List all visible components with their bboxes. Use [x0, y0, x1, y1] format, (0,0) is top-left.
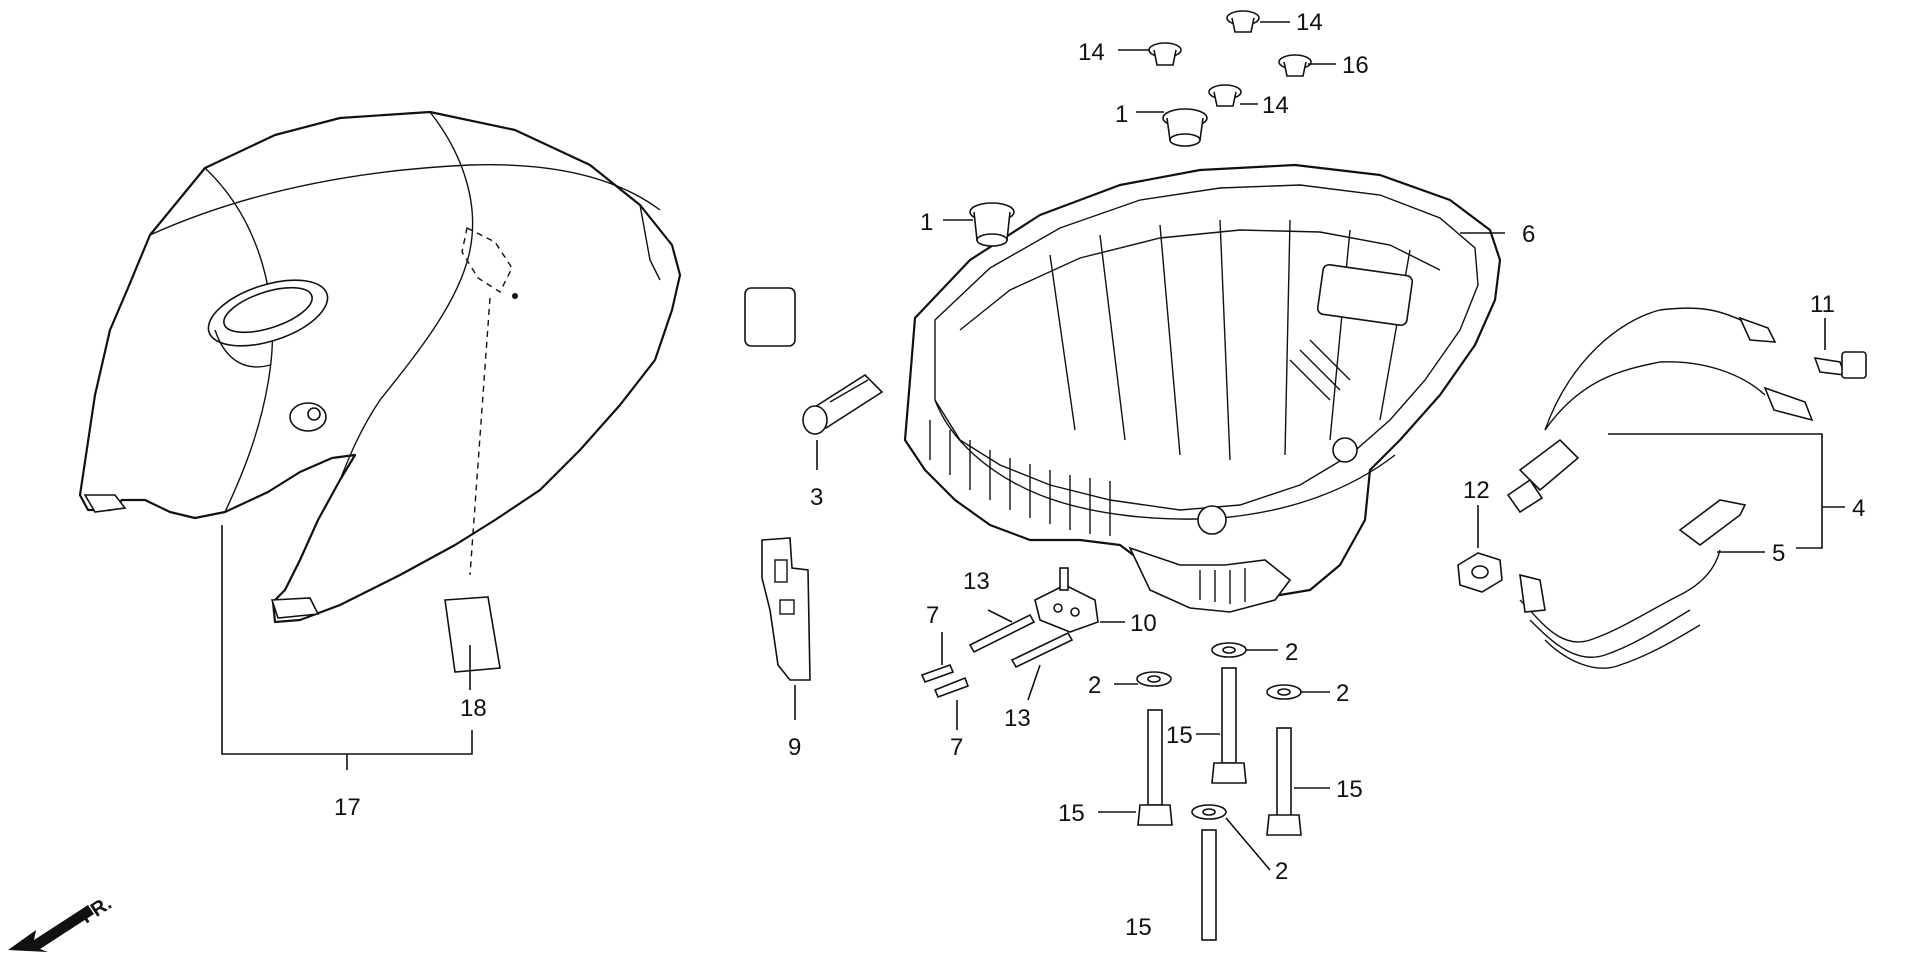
grommet-14b [1226, 10, 1260, 33]
callout-1a: 1 [1115, 101, 1128, 128]
callout-15c: 15 [1336, 776, 1363, 803]
pins [920, 663, 970, 699]
callout-3: 3 [810, 484, 823, 511]
grommet-1b [969, 202, 1015, 247]
callout-1b: 1 [920, 209, 933, 236]
front-direction-label: FR. [77, 892, 116, 928]
washer-2b [1211, 642, 1247, 658]
bolt-15a [1137, 709, 1173, 826]
callout-15d: 15 [1125, 914, 1152, 941]
callout-9: 9 [788, 734, 801, 761]
clips [968, 613, 1074, 669]
engine-cover [78, 110, 682, 624]
clip-part [802, 373, 884, 435]
callout-11: 11 [1810, 291, 1835, 318]
small-label-sticker [744, 287, 796, 347]
callout-2b: 2 [1285, 639, 1298, 666]
callout-2d: 2 [1275, 858, 1288, 885]
callout-13a: 13 [963, 568, 990, 595]
callout-7a: 7 [926, 602, 939, 629]
bolt-15d [1201, 829, 1217, 941]
callout-14c: 14 [1262, 92, 1289, 119]
washer-2a [1136, 671, 1172, 687]
callout-12: 12 [1463, 477, 1490, 504]
front-direction-arrow: FR. [8, 892, 116, 952]
lanyard [1519, 499, 1747, 669]
callout-5: 5 [1772, 540, 1785, 567]
callout-16: 16 [1342, 52, 1369, 79]
terminal-block [1034, 567, 1099, 633]
nut-12 [1457, 552, 1503, 593]
washer-2d [1191, 804, 1227, 820]
callout-17: 17 [334, 794, 361, 821]
leader-lines [469, 21, 1845, 871]
callout-13b: 13 [1004, 705, 1031, 732]
callout-10: 10 [1130, 610, 1157, 637]
bolt-15b [1211, 667, 1247, 784]
lower-case [903, 163, 1502, 613]
callout-14b: 14 [1296, 9, 1323, 36]
callout-7b: 7 [950, 734, 963, 761]
grommet-16 [1278, 54, 1312, 77]
callout-2c: 2 [1336, 680, 1349, 707]
bolt-11 [1813, 351, 1867, 379]
callout-2a: 2 [1088, 672, 1101, 699]
callout-15b: 15 [1166, 722, 1193, 749]
callout-4: 4 [1852, 495, 1865, 522]
label-sticker [444, 596, 501, 673]
bolt-15c [1266, 727, 1302, 836]
washer-2c [1266, 684, 1302, 700]
grommet-1a [1162, 108, 1208, 147]
grommet-14c [1208, 84, 1242, 107]
grommet-14a [1148, 42, 1182, 66]
callout-15a: 15 [1058, 800, 1085, 827]
stop-switch-cord [1506, 307, 1814, 514]
callout-14a: 14 [1078, 39, 1105, 66]
callout-18: 18 [460, 695, 487, 722]
callout-6: 6 [1522, 221, 1535, 248]
plate-part [761, 537, 811, 681]
callout-labels: 14 14 16 14 1 1 6 3 11 12 4 5 10 13 13 7… [334, 9, 1865, 941]
